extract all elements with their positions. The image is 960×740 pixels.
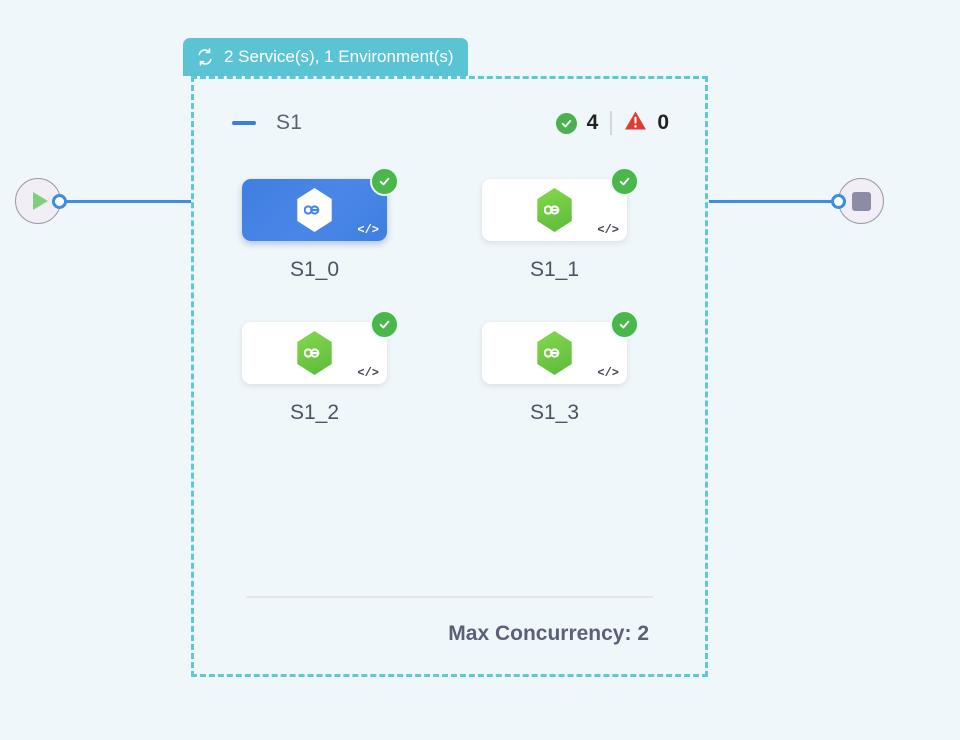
warning-count: 0 [657, 111, 669, 134]
play-icon [33, 192, 48, 210]
sync-loop-icon [195, 47, 215, 67]
node-cell: </> S1_1 [482, 167, 662, 282]
node-card-s1-2[interactable]: </> [242, 310, 399, 384]
group-toolbar: S1 4 0 [194, 105, 705, 141]
node-card-s1-3[interactable]: </> [482, 310, 639, 384]
code-icon[interactable]: </> [357, 366, 379, 380]
node-cell: </> S1_0 [242, 167, 482, 282]
node-label: S1_1 [529, 258, 580, 281]
group-header[interactable]: 2 Service(s), 1 Environment(s) [183, 38, 468, 76]
check-circle-icon [610, 310, 639, 339]
max-concurrency-label: Max Concurrency: 2 [448, 622, 649, 645]
service-group-container[interactable]: S1 4 0 [191, 76, 708, 677]
infinity-hexagon-icon [297, 331, 332, 375]
check-circle-icon [370, 310, 399, 339]
infinity-hexagon-icon [537, 188, 572, 232]
node-label: S1_3 [529, 401, 580, 424]
code-icon[interactable]: </> [357, 223, 379, 237]
start-node-output-port[interactable] [52, 194, 67, 209]
node-card-s1-1[interactable]: </> [482, 167, 639, 241]
code-icon[interactable]: </> [597, 366, 619, 380]
stop-icon [851, 191, 871, 211]
node-cell: </> S1_2 [242, 310, 482, 425]
check-circle-icon [370, 167, 399, 196]
group-footer: Max Concurrency: 2 [246, 596, 653, 646]
node-card-s1-0[interactable]: </> [242, 167, 399, 241]
status-summary: 4 0 [555, 110, 669, 137]
infinity-hexagon-icon [297, 188, 332, 232]
group-name-label: S1 [276, 111, 303, 134]
warning-triangle-icon [624, 110, 647, 137]
check-circle-icon [555, 112, 577, 134]
node-cell: </> S1_3 [482, 310, 662, 425]
collapse-icon[interactable] [232, 121, 256, 125]
group-header-title: 2 Service(s), 1 Environment(s) [224, 47, 454, 66]
node-label: S1_2 [289, 401, 340, 424]
status-divider [610, 111, 613, 135]
footer-divider [246, 596, 653, 598]
success-count: 4 [586, 111, 599, 134]
check-circle-icon [610, 167, 639, 196]
edge-start-to-group [63, 200, 191, 203]
edge-group-to-end [709, 200, 835, 203]
infinity-hexagon-icon [537, 331, 572, 375]
end-node-input-port[interactable] [831, 194, 846, 209]
node-grid: </> S1_0 </> [242, 167, 662, 425]
node-label: S1_0 [289, 258, 340, 281]
code-icon[interactable]: </> [597, 223, 619, 237]
